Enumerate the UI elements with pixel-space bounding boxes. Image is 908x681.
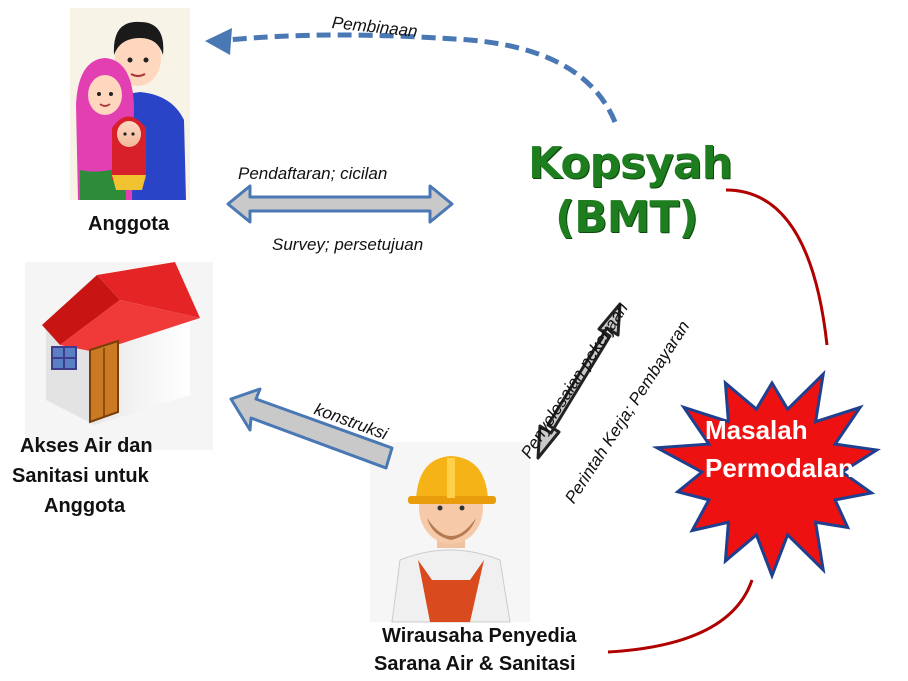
masalah-permodalan-star [651, 369, 881, 580]
akses-label-line2: Sanitasi untuk [12, 465, 149, 487]
wirausaha-label-line2: Sarana Air & Sanitasi [374, 653, 576, 675]
survey-label: Survey; persetujuan [272, 235, 424, 254]
house-icon [25, 262, 213, 450]
masalah-permodalan-label: Masalah Permodalan [705, 412, 854, 487]
kopsyah-wirausaha-double-arrow [536, 302, 622, 460]
konstruksi-arrow [229, 387, 394, 470]
connector-curves [607, 188, 829, 654]
worker-icon [370, 442, 530, 623]
pendaftaran-label: Pendaftaran; cicilan [238, 164, 388, 183]
masalah-line2: Permodalan [705, 452, 854, 483]
pembinaan-arrow [205, 28, 618, 123]
kopsyah-subtitle: (BMT) [555, 192, 699, 243]
wirausaha-label-line1: Wirausaha Penyedia [382, 625, 577, 647]
akses-label-line1: Akses Air dan [20, 435, 153, 457]
masalah-line1: Masalah [705, 415, 808, 445]
kopsyah-title: Kopsyah [528, 138, 733, 189]
akses-label-line3: Anggota [44, 495, 126, 517]
anggota-label: Anggota [88, 213, 170, 235]
family-illustration-icon [70, 8, 190, 200]
anggota-kopsyah-double-arrow [226, 184, 454, 224]
